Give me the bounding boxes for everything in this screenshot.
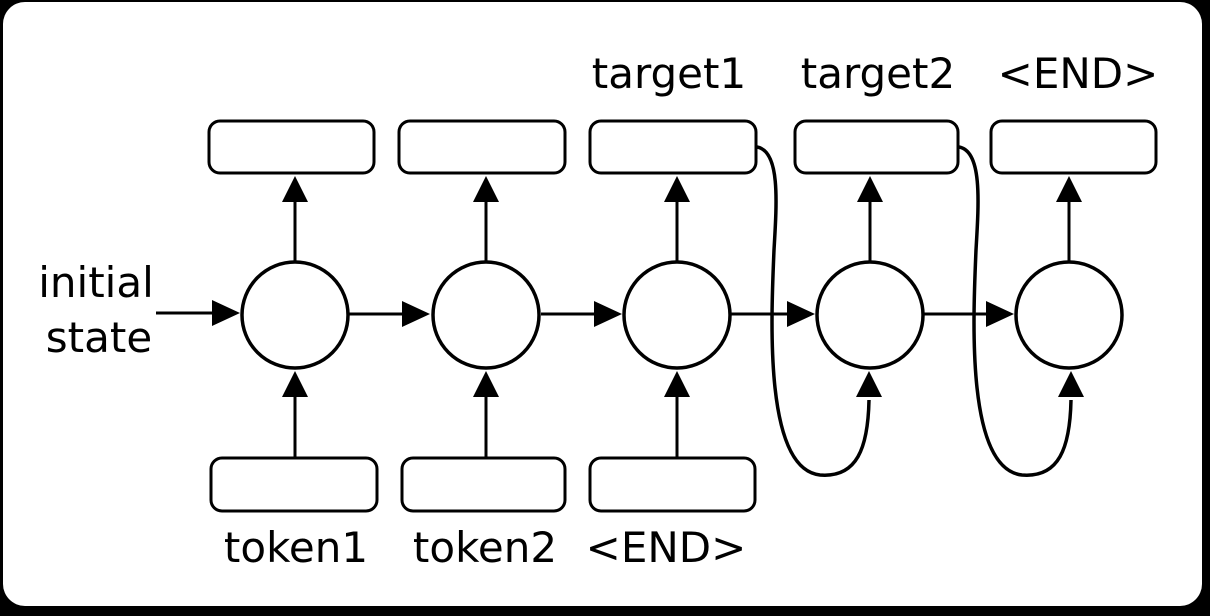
arrowhead-out5-icon bbox=[1056, 176, 1082, 202]
arrowhead-out4-icon bbox=[857, 176, 883, 202]
output-label-target1: target1 bbox=[592, 49, 746, 98]
output-box-3 bbox=[588, 119, 758, 175]
arrowhead-in1-icon bbox=[282, 371, 308, 397]
output-box-4 bbox=[793, 119, 960, 175]
arrowhead-out1-icon bbox=[282, 176, 308, 202]
output-label-target2: target2 bbox=[801, 49, 955, 98]
output-box-5 bbox=[989, 119, 1158, 175]
output-box-1 bbox=[207, 119, 376, 175]
initial-state-label-line2: state bbox=[46, 313, 152, 362]
input-box-3 bbox=[588, 456, 757, 513]
input-box-2 bbox=[400, 456, 567, 513]
arrowhead-in2-icon bbox=[473, 371, 499, 397]
initial-state-label-line1: initial bbox=[38, 258, 154, 307]
rnn-cell-2 bbox=[431, 260, 541, 370]
arrowhead-c3c4-icon bbox=[787, 301, 815, 327]
feedback-arrowhead-1-icon bbox=[856, 371, 882, 397]
input-box-1 bbox=[209, 456, 379, 513]
arrowhead-initial-icon bbox=[212, 300, 240, 326]
arrowhead-c1c2-icon bbox=[402, 301, 430, 327]
arrowhead-c4c5-icon bbox=[986, 301, 1014, 327]
arrowhead-out3-icon bbox=[664, 176, 690, 202]
rnn-cell-4 bbox=[815, 260, 925, 370]
arrowhead-out2-icon bbox=[473, 176, 499, 202]
input-label-token2: token2 bbox=[413, 523, 557, 572]
feedback-curve-1 bbox=[756, 145, 871, 477]
arrowhead-in3-icon bbox=[664, 371, 690, 397]
output-label-end: <END> bbox=[998, 49, 1159, 98]
rnn-cell-1 bbox=[240, 260, 350, 370]
arrowhead-c2c3-icon bbox=[594, 301, 622, 327]
feedback-curve-2 bbox=[958, 145, 1073, 477]
feedback-arrowhead-2-icon bbox=[1058, 371, 1084, 397]
rnn-cell-5 bbox=[1014, 260, 1124, 370]
output-box-2 bbox=[397, 119, 567, 175]
input-label-token1: token1 bbox=[224, 523, 368, 572]
input-label-end: <END> bbox=[586, 523, 747, 572]
rnn-cell-3 bbox=[622, 260, 732, 370]
